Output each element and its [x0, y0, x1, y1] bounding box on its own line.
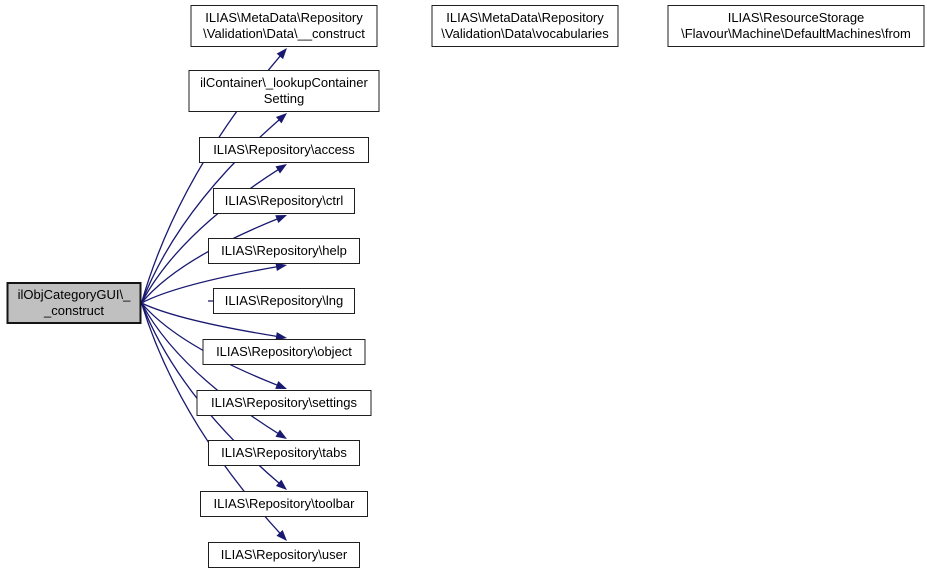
graph-node-repository-object[interactable]: ILIAS\Repository\object: [202, 339, 366, 365]
call-edge-arrowhead: [276, 48, 287, 60]
call-edge-arrowhead: [275, 479, 287, 490]
graph-node-repository-lng[interactable]: ILIAS\Repository\lng: [213, 288, 355, 314]
graph-node-label-line: ILIAS\Repository\user: [220, 547, 348, 562]
graph-node-label-line: ILIAS\MetaData\Repository: [446, 10, 604, 25]
graph-node-label-line: ILIAS\Repository\lng: [224, 293, 344, 308]
call-edge-arrowhead: [275, 381, 287, 389]
graph-node-label-line: \Validation\Data\__construct: [203, 26, 365, 41]
graph-node-label-line: ILIAS\Repository\tabs: [221, 445, 347, 460]
graph-node-repository-tabs[interactable]: ILIAS\Repository\tabs: [208, 440, 360, 466]
call-edge-arrowhead: [275, 429, 287, 439]
graph-node-repository-user[interactable]: ILIAS\Repository\user: [208, 542, 360, 568]
graph-node-repository-settings[interactable]: ILIAS\Repository\settings: [196, 390, 372, 416]
graph-node-ilobjcategorygui-construct[interactable]: ilObjCategoryGUI\__construct: [6, 282, 142, 324]
call-edge: [140, 167, 281, 304]
call-edge: [141, 265, 280, 304]
graph-node-repository-access[interactable]: ILIAS\Repository\access: [199, 137, 369, 163]
graph-node-label-line: ilObjCategoryGUI\_: [17, 287, 131, 302]
graph-node-label-line: ilContainer\_lookupContainer: [200, 75, 368, 90]
call-edge: [141, 302, 280, 387]
call-edge-arrowhead: [275, 262, 287, 272]
call-edge-arrowhead: [275, 113, 287, 124]
graph-node-repository-help[interactable]: ILIAS\Repository\help: [208, 238, 360, 264]
graph-node-label-line: ILIAS\MetaData\Repository: [205, 10, 363, 25]
graph-node-metadata-validation-data-vocabularies[interactable]: ILIAS\MetaData\Repository\Validation\Dat…: [431, 5, 619, 47]
call-edge: [140, 217, 280, 304]
graph-node-label-line: ILIAS\Repository\help: [221, 243, 347, 258]
graph-node-repository-toolbar[interactable]: ILIAS\Repository\toolbar: [200, 491, 368, 517]
graph-node-label-line: \Flavour\Machine\DefaultMachines\from: [681, 26, 911, 41]
call-edge-arrowhead: [275, 332, 287, 341]
graph-node-label-line: Setting: [263, 91, 305, 106]
graph-node-repository-ctrl[interactable]: ILIAS\Repository\ctrl: [213, 188, 355, 214]
call-edge-arrowhead: [276, 530, 287, 541]
call-edge-arrowhead: [275, 164, 287, 174]
call-edge: [141, 302, 280, 338]
graph-node-label-line: ILIAS\ResourceStorage: [727, 10, 865, 25]
graph-node-label-line: \Validation\Data\vocabularies: [441, 26, 609, 41]
call-edge: [140, 302, 281, 436]
graph-node-label-line: ILIAS\Repository\settings: [211, 395, 357, 410]
graph-node-label-line: ILIAS\Repository\access: [213, 142, 355, 157]
graph-node-metadata-validation-data-construct[interactable]: ILIAS\MetaData\Repository\Validation\Dat…: [190, 5, 378, 47]
graph-node-label-line: ILIAS\Repository\toolbar: [213, 496, 355, 511]
graph-node-label-line: ILIAS\Repository\ctrl: [224, 193, 344, 208]
graph-node-label-line: ILIAS\Repository\object: [216, 344, 352, 359]
call-edge-arrowhead: [275, 215, 287, 224]
graph-node-label-line: _construct: [44, 303, 104, 318]
graph-node-defaultmachines-from[interactable]: ILIAS\ResourceStorage\Flavour\Machine\De…: [667, 5, 925, 47]
